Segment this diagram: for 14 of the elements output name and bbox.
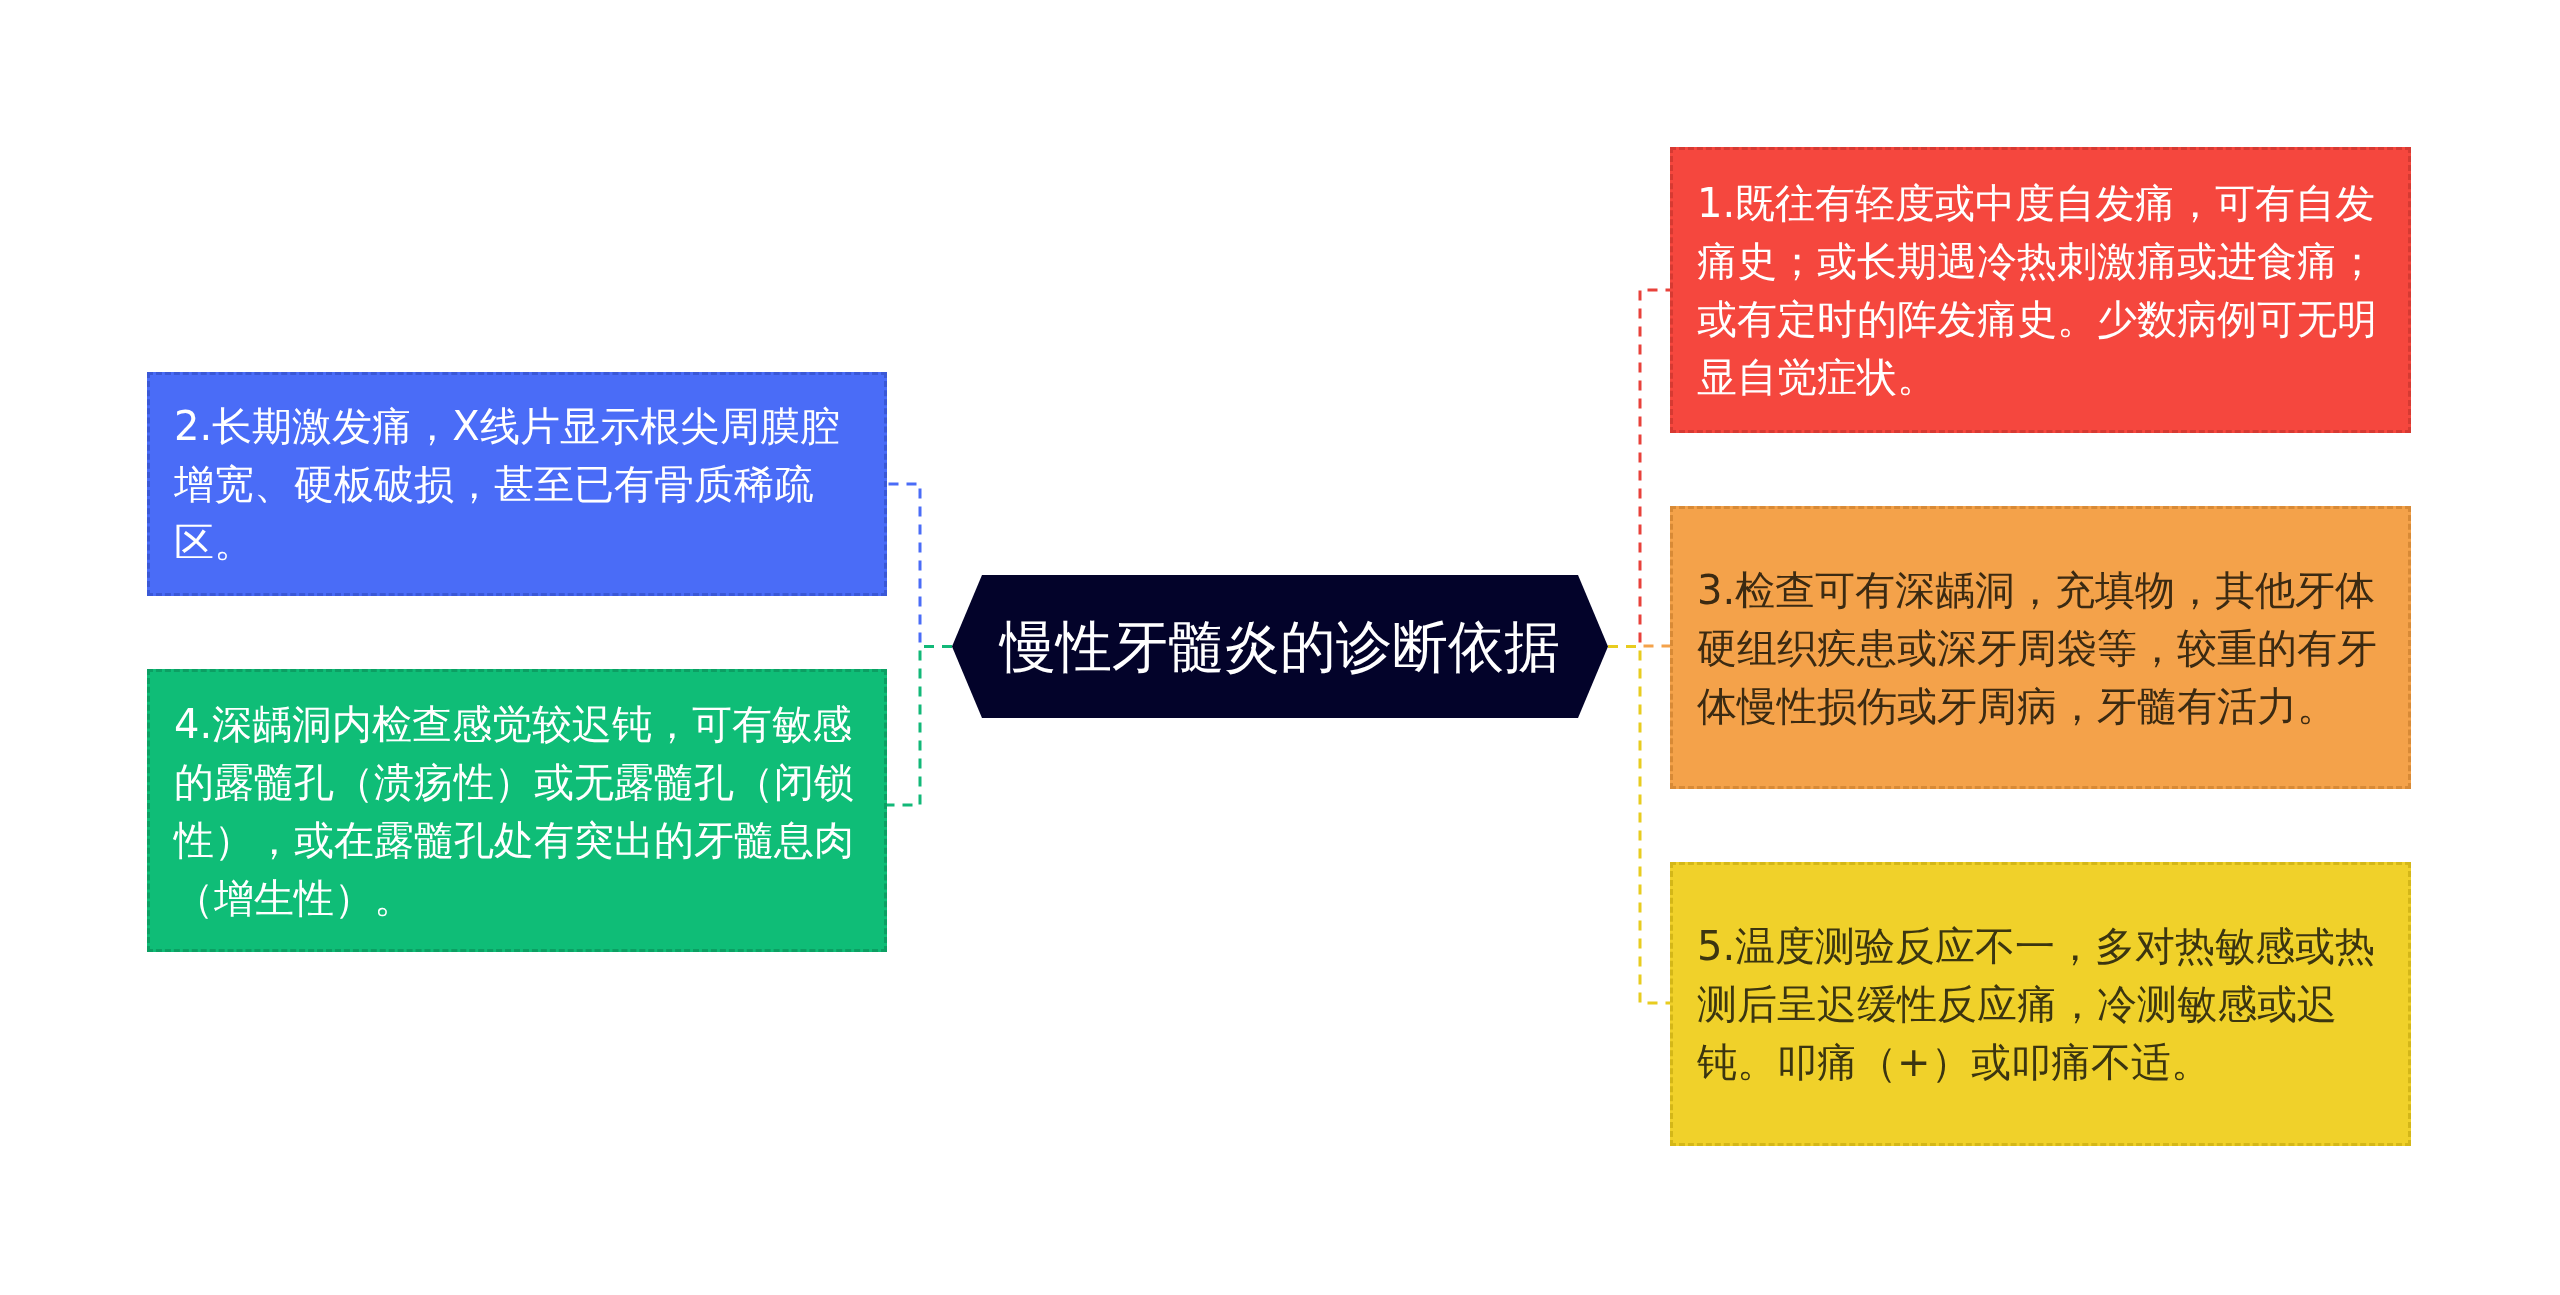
criterion-text: 2.长期激发痛，X线片显示根尖周膜腔增宽、硬板破损，甚至已有骨质稀疏区。 [174,402,841,567]
criterion-card [1670,862,2411,1146]
criterion-card [1670,506,2411,789]
topic-title: 慢性牙髓炎的诊断依据 [1000,612,1560,681]
criterion-card [1670,147,2411,433]
connector-line [887,645,952,807]
criterion-card [147,669,887,952]
criterion-text: 3.检查可有深龋洞，充填物，其他牙体硬组织疾患或深牙周袋等，较重的有牙体慢性损伤或牙周病，牙髓有活力。 [1697,565,2378,731]
criterion-text: 4.深龋洞内检查感觉较迟钝，可有敏感的露髓孔（溃疡性）或无露髓孔（闭锁性），或在露髓孔处有突出的牙髓息肉（增生性）。 [174,699,855,923]
criterion-text: 5.温度测验反应不一，多对热敏感或热测后呈迟缓性反应痛，冷测敏感或迟钝。叩痛（+）或叩痛不适。 [1697,922,2377,1087]
connector-line [1608,645,1670,1005]
criterion-text: 1.既往有轻度或中度自发痛，可有自发痛史；或长期遇冷热刺激痛或进食痛；或有定时的阵发痛史。少数病例可无明显自觉症状。 [1697,179,2378,402]
topic-hexagon [952,575,1608,718]
criterion-card [147,372,887,596]
